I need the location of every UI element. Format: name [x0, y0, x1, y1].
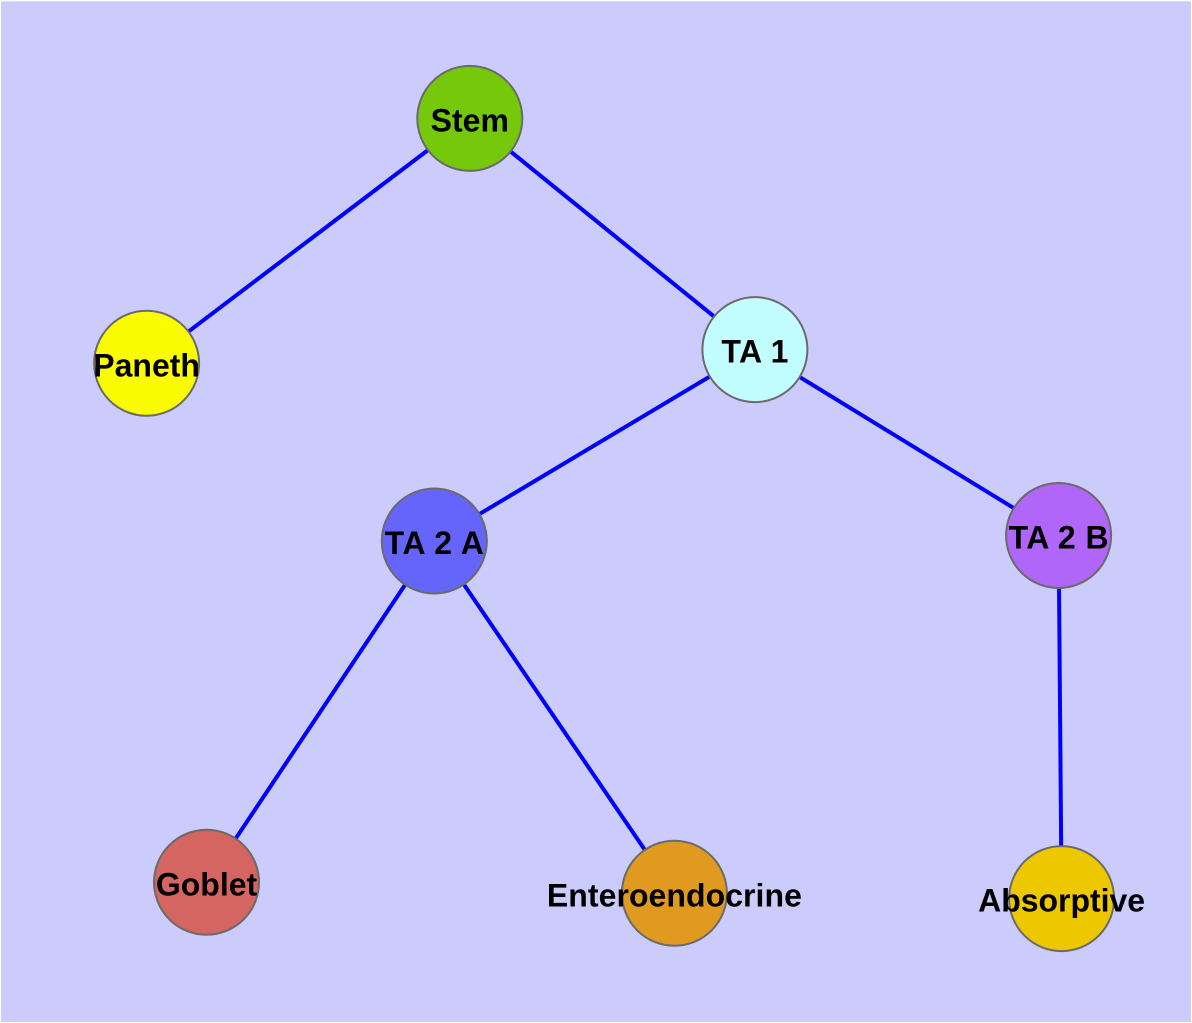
svg-text:Goblet: Goblet: [156, 866, 258, 902]
svg-text:TA 2 B: TA 2 B: [1009, 520, 1109, 556]
svg-text:TA 2 A: TA 2 A: [385, 525, 484, 561]
svg-text:Absorptive: Absorptive: [978, 883, 1145, 919]
svg-text:Enteroendocrine: Enteroendocrine: [547, 877, 802, 913]
svg-text:TA 1: TA 1: [721, 334, 788, 370]
svg-text:Stem: Stem: [431, 102, 509, 138]
svg-text:Paneth: Paneth: [93, 347, 200, 383]
